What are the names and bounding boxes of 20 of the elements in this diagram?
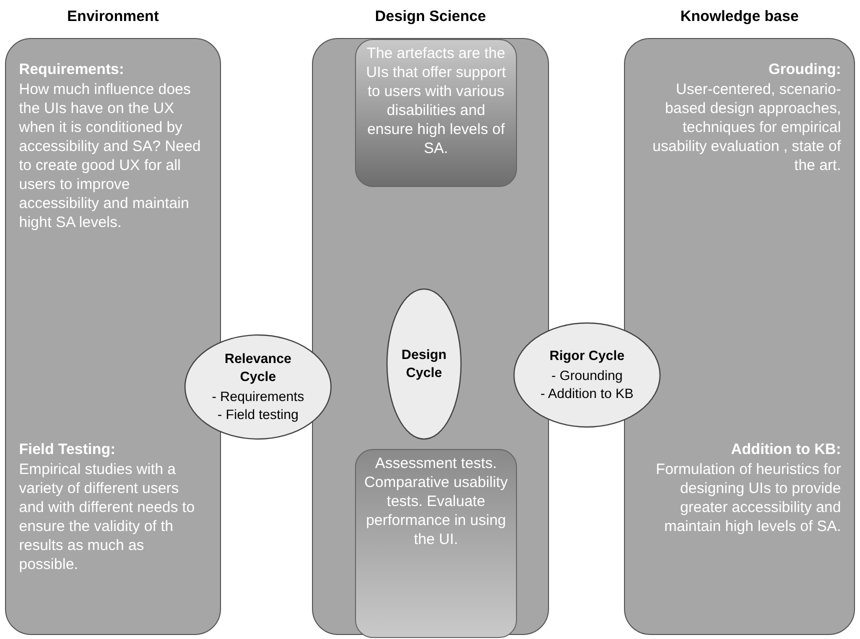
section-text: How much influence does the UIs have on the UX when it is conditioned by accessibility and SA? Need to create good UX for all users to improve accessibility and maintain hight SA levels. bbox=[19, 80, 202, 232]
cycle-item: - Requirements bbox=[212, 388, 304, 406]
section-heading: Grouding: bbox=[768, 60, 841, 79]
cycle-title: Rigor Cycle bbox=[549, 347, 625, 365]
column-heading: Design Science bbox=[374, 8, 487, 25]
section-heading: Addition to KB: bbox=[730, 440, 841, 459]
section-text: Empirical studies with a variety of different users and with different needs to ensure the validity of th results as much as possible. bbox=[19, 460, 196, 574]
column-heading: Environment bbox=[66, 8, 160, 25]
section-heading: Field Testing: bbox=[19, 440, 116, 459]
column-heading: Knowledge base bbox=[679, 8, 800, 25]
cycle-item: - Addition to KB bbox=[540, 385, 634, 403]
section-text: Formulation of heuristics for designing UIs to provide greater accessibility and maintain high levels of SA. bbox=[654, 460, 841, 536]
artefact-box: Assessment tests. Comparative usability tests. Evaluate performance in using the UI. bbox=[355, 449, 517, 638]
cycle-item: - Field testing bbox=[217, 406, 299, 424]
section-text: User-centered, scenario-based design approaches, techniques for empirical usability evaluation , state of the art. bbox=[652, 80, 841, 175]
cycle-title: Relevance Cycle bbox=[224, 350, 292, 386]
cycle-title: Design Cycle bbox=[400, 346, 448, 382]
artefact-box: The artefacts are the UIs that offer support to users with various disabilities and ensure high levels of SA. bbox=[355, 39, 517, 187]
section-heading: Requirements: bbox=[19, 60, 126, 79]
cycle-item: - Grounding bbox=[551, 367, 623, 385]
